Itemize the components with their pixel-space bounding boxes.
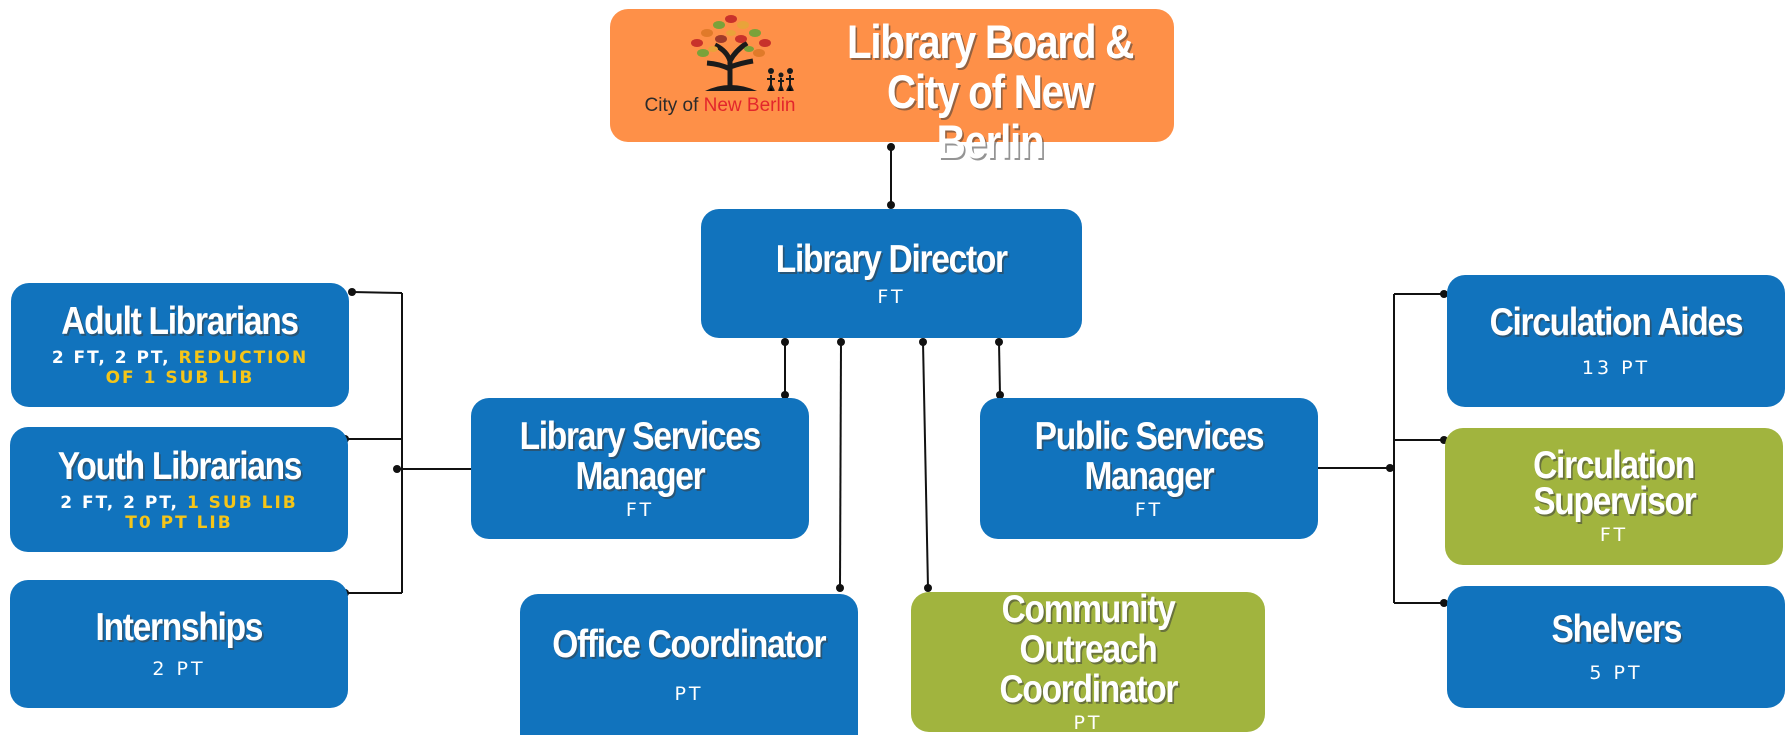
adult-librarians-box: Adult Librarians 2 FT, 2 PT, REDUCTION O… [11,283,349,407]
shelvers-title: Shelvers [1551,608,1682,651]
circulation-supervisor-title-line2: Supervisor [1532,479,1697,523]
adult-librarians-status: 2 FT, 2 PT, REDUCTION OF 1 SUB LIB [52,348,308,388]
circulation-aides-status: 13 PT [1581,357,1651,379]
logo-text-new-berlin: New Berlin [703,95,796,116]
internships-status: 2 PT [152,658,206,680]
office-coordinator-title: Office Coordinator [552,622,826,666]
library-services-manager-status: FT [625,498,655,521]
office-coordinator-status: PT [674,682,704,705]
community-outreach-title-line1: Community Outreach [1001,588,1176,671]
shelvers-box: Shelvers 5 PT [1447,586,1785,708]
youth-librarians-status-a: 2 FT, 2 PT, [60,492,187,513]
board-title-line2: City of New Berlin [887,65,1094,168]
adult-librarians-status-c: OF 1 SUB LIB [105,368,255,388]
circulation-supervisor-box: Circulation Supervisor FT [1445,428,1783,565]
adult-librarians-status-a: 2 FT, 2 PT, [51,348,179,368]
circulation-supervisor-title-line1: Circulation [1533,443,1696,487]
circulation-aides-title: Circulation Aides [1489,301,1744,344]
library-director-status: FT [877,285,906,308]
library-services-manager-box: Library Services Manager FT [471,398,809,539]
internships-box: Internships 2 PT [10,580,348,708]
public-services-manager-status: FT [1134,498,1164,521]
public-services-manager-title-line2: Manager [1084,454,1215,498]
community-outreach-status: PT [1073,712,1103,734]
library-board-box: City of New Berlin Library Board & City … [610,9,1174,167]
city-logo: City of New Berlin [635,9,805,119]
circulation-supervisor-status: FT [1599,523,1629,546]
library-services-manager-title-line2: Manager [575,454,706,498]
library-director-title: Library Director [775,237,1008,281]
public-services-manager-title-line1: Public Services [1034,414,1265,458]
youth-librarians-box: Youth Librarians 2 FT, 2 PT, 1 SUB LIB T… [10,427,348,552]
adult-librarians-status-b: REDUCTION [178,348,309,368]
logo-text: City of New Berlin [635,95,805,117]
youth-librarians-status-b: 1 SUB LIB [186,492,298,513]
board-title-line1: Library Board & [846,15,1134,68]
public-services-manager-box: Public Services Manager FT [980,398,1318,539]
youth-librarians-status-c: T0 PT LIB [125,512,233,533]
library-services-manager-title-line1: Library Services [519,414,762,458]
adult-librarians-title: Adult Librarians [61,300,300,343]
tree-icon [691,15,794,91]
office-coordinator-box: Office Coordinator PT [520,594,858,735]
logo-text-city: City of [644,95,704,116]
internships-title: Internships [95,606,264,649]
circulation-aides-box: Circulation Aides 13 PT [1447,275,1785,407]
community-outreach-title-line2: Coordinator [999,668,1178,711]
shelvers-status: 5 PT [1589,662,1643,684]
library-director-box: Library Director FT [701,209,1082,338]
youth-librarians-title: Youth Librarians [57,444,302,488]
youth-librarians-status: 2 FT, 2 PT, 1 SUB LIB T0 PT LIB [60,493,297,533]
community-outreach-box: Community Outreach Coordinator PT [911,588,1265,734]
